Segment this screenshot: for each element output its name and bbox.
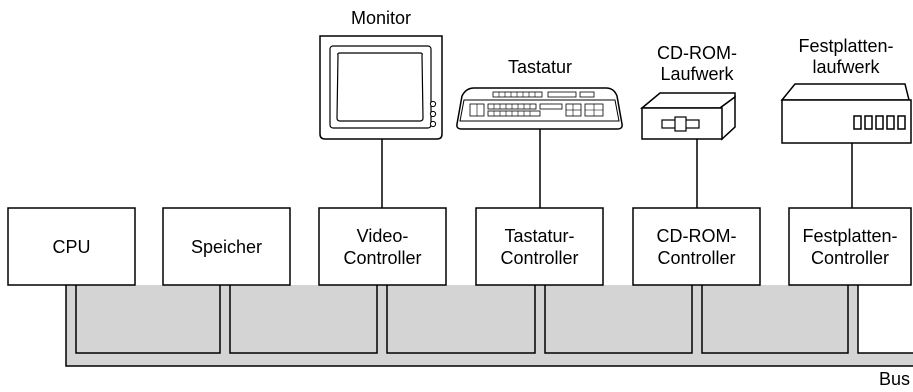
cdrom-controller-label: CD-ROM- Controller — [656, 225, 737, 268]
cdrom-drive-icon — [639, 92, 736, 141]
hdd-controller-label: Festplatten- Controller — [802, 225, 898, 268]
video-controller-box — [318, 207, 447, 286]
video-controller-label: Video- Controller — [343, 225, 422, 268]
monitor-icon — [319, 35, 443, 140]
monitor-label: Monitor — [350, 8, 412, 28]
cpu-label: CPU — [52, 236, 91, 257]
bus-label: Bus — [878, 369, 910, 389]
cpu-box — [7, 207, 136, 286]
hdd-drive-icon — [780, 83, 912, 144]
hdd-controller-box — [788, 207, 912, 286]
cdrom-controller-box — [632, 207, 761, 286]
keyboard-label: Tastatur — [507, 57, 573, 77]
keyboard-controller-box — [475, 207, 604, 286]
cdrom-drive-label: CD-ROM- Laufwerk — [657, 43, 737, 84]
memory-box — [162, 207, 291, 286]
keyboard-controller-label: Tastatur- Controller — [500, 225, 579, 268]
hdd-drive-label: Festplatten- laufwerk — [798, 36, 894, 77]
memory-label: Speicher — [190, 236, 263, 257]
system-bus — [65, 285, 913, 367]
keyboard-icon — [456, 87, 623, 130]
